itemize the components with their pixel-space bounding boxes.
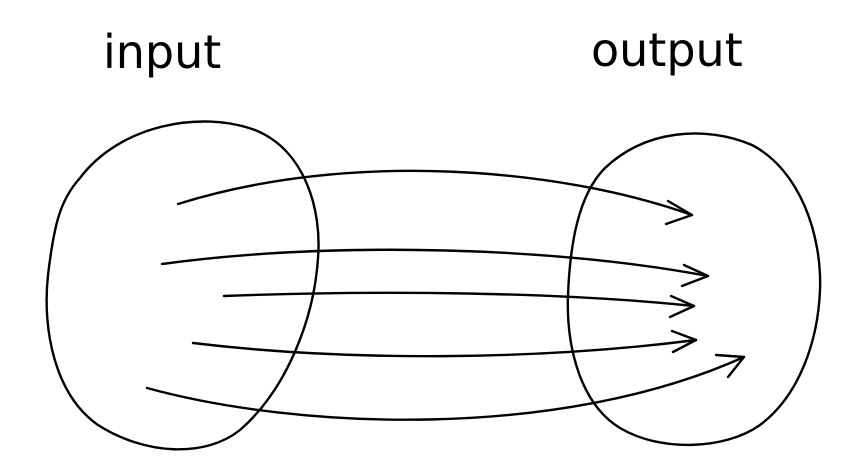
input-label: input: [103, 25, 221, 79]
input-set-outline: [45, 120, 320, 451]
arrow-1-head: [664, 199, 694, 226]
arrow-2-shaft: [160, 248, 710, 278]
output-label: output: [591, 23, 743, 77]
arrow-5: [145, 353, 746, 421]
arrow-3: [222, 291, 696, 319]
arrow-5-shaft: [145, 355, 746, 421]
arrow-2-head: [680, 263, 710, 288]
arrow-3-head: [668, 294, 696, 319]
arrow-4: [191, 329, 698, 358]
arrow-1: [176, 169, 694, 226]
arrow-3-shaft: [222, 291, 696, 308]
arrow-4-shaft: [191, 338, 698, 358]
arrow-4-head: [670, 329, 698, 354]
output-set-outline: [566, 132, 822, 447]
arrow-5-head: [714, 353, 746, 379]
arrow-1-shaft: [176, 169, 694, 217]
arrow-2: [160, 248, 710, 288]
